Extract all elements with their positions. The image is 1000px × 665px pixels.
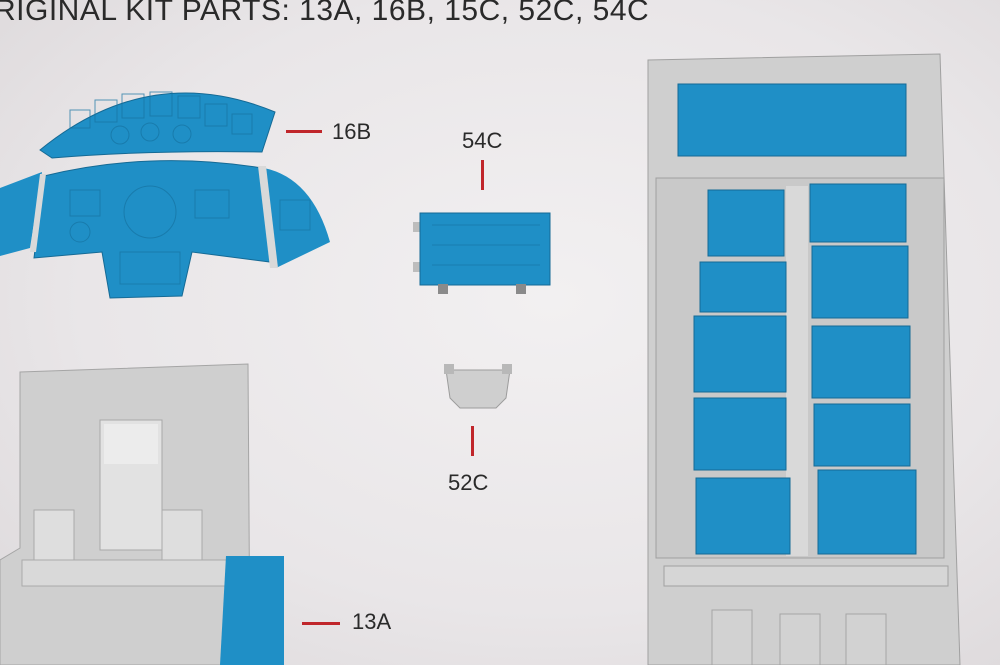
part-13a-seat: [0, 363, 284, 665]
label-16b: 16B: [332, 119, 372, 144]
part-main-instrument-panel: [0, 160, 330, 299]
label-52c: 52C: [448, 470, 489, 495]
leader-line-13a: [302, 622, 340, 625]
part-54c: [413, 212, 551, 294]
part-right-cockpit-section: [647, 53, 961, 665]
leader-line-52c: [471, 426, 474, 456]
label-54c: 54C: [462, 128, 503, 153]
page-title: RIGINAL KIT PARTS: 13A, 16B, 15C, 52C, 5…: [0, 0, 650, 27]
leader-line-16b: [286, 130, 322, 133]
leader-line-54c: [481, 160, 484, 190]
label-13a: 13A: [352, 609, 392, 634]
part-16b-upper-panel: [39, 91, 276, 159]
part-52c: [444, 364, 512, 409]
